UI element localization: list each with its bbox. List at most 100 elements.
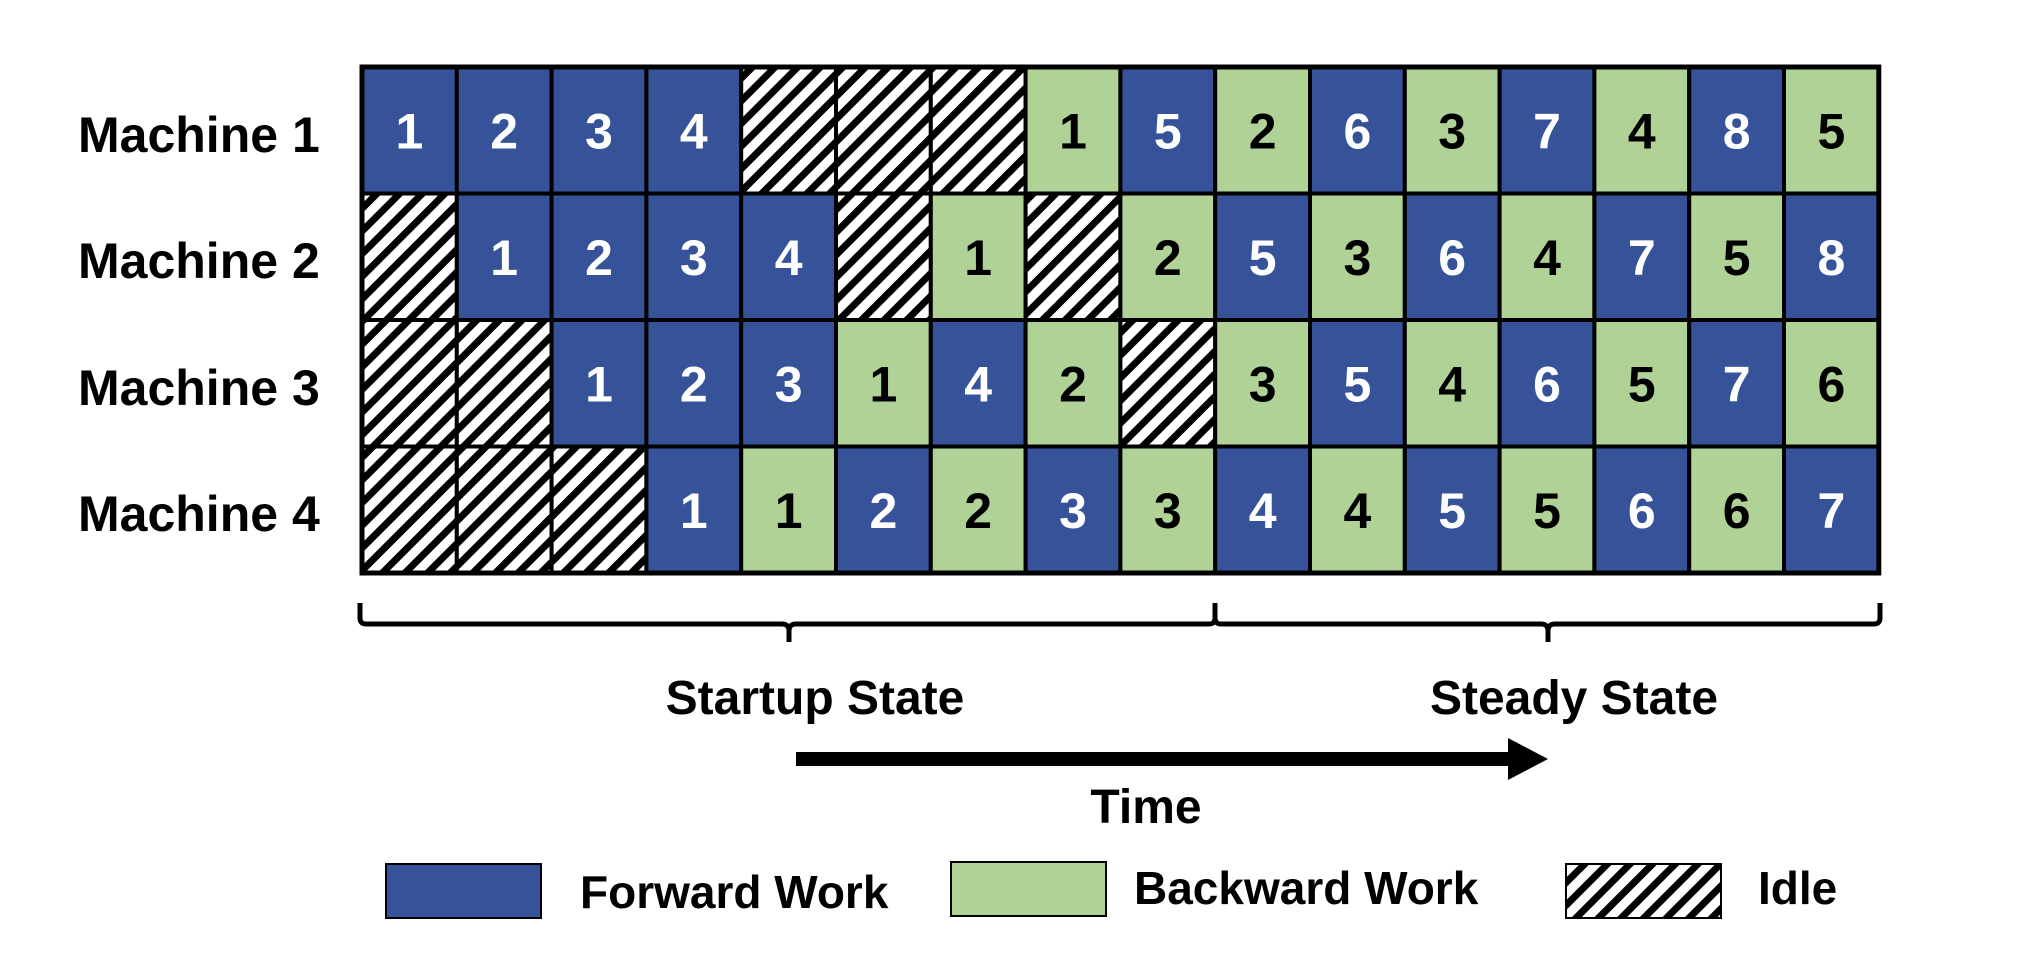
cell-microbatch-number: 2 bbox=[585, 230, 613, 286]
startup-state-label: Startup State bbox=[666, 672, 965, 725]
row-label-machine-4: Machine 4 bbox=[78, 486, 320, 542]
cell-microbatch-number: 3 bbox=[680, 230, 708, 286]
schedule-cell-m3-t11: 5 bbox=[1308, 318, 1407, 449]
forward-block bbox=[549, 318, 649, 449]
cell-microbatch-number: 7 bbox=[1817, 483, 1845, 539]
schedule-cell-m2-t4: 3 bbox=[644, 191, 744, 322]
schedule-cell-m3-t6: 1 bbox=[834, 318, 933, 449]
cell-microbatch-number: 2 bbox=[1249, 103, 1277, 159]
cell-microbatch-number: 7 bbox=[1723, 356, 1751, 412]
schedule-cell-m3-t4: 2 bbox=[644, 318, 744, 449]
schedule-cell-m2-t1 bbox=[360, 191, 459, 322]
forward-block bbox=[1213, 191, 1312, 322]
cell-microbatch-number: 4 bbox=[1249, 483, 1277, 539]
schedule-cell-m3-t15: 7 bbox=[1687, 318, 1786, 449]
schedule-cell-m3-t14: 5 bbox=[1592, 318, 1692, 449]
idle-block bbox=[360, 191, 459, 322]
idle-block bbox=[360, 318, 459, 449]
idle-block bbox=[549, 444, 649, 575]
idle-block bbox=[454, 444, 554, 575]
idle-block bbox=[1023, 191, 1123, 322]
schedule-cell-m2-t7: 1 bbox=[928, 191, 1028, 322]
cell-microbatch-number: 5 bbox=[1154, 103, 1182, 159]
cell-microbatch-number: 3 bbox=[1059, 483, 1087, 539]
schedule-cell-m4-t15: 6 bbox=[1687, 444, 1786, 575]
schedule-cell-m1-t1: 1 bbox=[360, 65, 459, 196]
schedule-cell-m4-t9: 3 bbox=[1118, 444, 1218, 575]
schedule-cell-m2-t9: 2 bbox=[1118, 191, 1218, 322]
cell-microbatch-number: 1 bbox=[585, 356, 613, 412]
cell-microbatch-number: 3 bbox=[1343, 230, 1371, 286]
cell-microbatch-number: 1 bbox=[964, 230, 992, 286]
schedule-cell-m4-t2 bbox=[454, 444, 554, 575]
row-label-machine-3: Machine 3 bbox=[78, 360, 320, 416]
cell-microbatch-number: 4 bbox=[964, 356, 992, 412]
cell-microbatch-number: 8 bbox=[1723, 103, 1751, 159]
cell-microbatch-number: 5 bbox=[1343, 356, 1371, 412]
steady-brace bbox=[1212, 603, 1883, 642]
schedule-cell-m2-t3: 2 bbox=[549, 191, 649, 322]
forward-block bbox=[644, 191, 744, 322]
backward-block bbox=[1308, 191, 1407, 322]
cell-microbatch-number: 1 bbox=[775, 483, 803, 539]
schedule-cell-m3-t16: 6 bbox=[1782, 318, 1881, 449]
cell-microbatch-number: 4 bbox=[1343, 483, 1371, 539]
schedule-cell-m1-t9: 5 bbox=[1118, 65, 1218, 196]
schedule-cell-m4-t11: 4 bbox=[1308, 444, 1407, 575]
cell-microbatch-number: 3 bbox=[775, 356, 803, 412]
schedule-cell-m3-t10: 3 bbox=[1213, 318, 1312, 449]
schedule-cell-m1-t8: 1 bbox=[1023, 65, 1123, 196]
forward-block bbox=[1402, 191, 1502, 322]
cell-microbatch-number: 5 bbox=[1817, 103, 1845, 159]
cell-microbatch-number: 5 bbox=[1628, 356, 1656, 412]
schedule-cell-m4-t12: 5 bbox=[1402, 444, 1502, 575]
forward-block bbox=[1402, 444, 1502, 575]
schedule-cell-m3-t12: 4 bbox=[1402, 318, 1502, 449]
schedule-cell-m4-t16: 7 bbox=[1782, 444, 1881, 575]
cell-microbatch-number: 6 bbox=[1723, 483, 1751, 539]
cell-microbatch-number: 1 bbox=[395, 103, 423, 159]
backward-block bbox=[1592, 318, 1692, 449]
schedule-cell-m2-t2: 1 bbox=[454, 191, 554, 322]
cell-microbatch-number: 5 bbox=[1533, 483, 1561, 539]
schedule-cell-m3-t3: 1 bbox=[549, 318, 649, 449]
legend: Forward Work Backward Work Idle bbox=[385, 861, 1837, 919]
cell-microbatch-number: 1 bbox=[1059, 103, 1087, 159]
cell-microbatch-number: 4 bbox=[1533, 230, 1561, 286]
cell-microbatch-number: 6 bbox=[1343, 103, 1371, 159]
backward-block bbox=[1118, 444, 1218, 575]
schedule-cell-m2-t8 bbox=[1023, 191, 1123, 322]
cell-microbatch-number: 5 bbox=[1438, 483, 1466, 539]
forward-block bbox=[1497, 318, 1597, 449]
legend-label-idle: Idle bbox=[1758, 862, 1837, 914]
startup-brace bbox=[357, 603, 1218, 642]
schedule-cell-m1-t10: 2 bbox=[1213, 65, 1312, 196]
idle-block bbox=[360, 444, 459, 575]
forward-block bbox=[454, 191, 554, 322]
schedule-cell-m2-t12: 6 bbox=[1402, 191, 1502, 322]
cell-microbatch-number: 4 bbox=[775, 230, 803, 286]
legend-swatch-forward bbox=[385, 863, 542, 919]
cell-microbatch-number: 7 bbox=[1533, 103, 1561, 159]
forward-block bbox=[928, 318, 1028, 449]
schedule-cell-m2-t15: 5 bbox=[1687, 191, 1786, 322]
schedule-cell-m4-t1 bbox=[360, 444, 459, 575]
forward-block bbox=[1213, 444, 1312, 575]
cell-microbatch-number: 2 bbox=[490, 103, 518, 159]
forward-block bbox=[739, 318, 839, 449]
schedule-cell-m3-t8: 2 bbox=[1023, 318, 1123, 449]
cell-microbatch-number: 2 bbox=[964, 483, 992, 539]
schedule-cell-m4-t14: 6 bbox=[1592, 444, 1692, 575]
legend-swatch-idle bbox=[1565, 863, 1722, 919]
backward-block bbox=[1497, 444, 1597, 575]
schedule-cell-m3-t5: 3 bbox=[739, 318, 839, 449]
schedule-cell-m1-t5 bbox=[739, 65, 839, 196]
idle-block bbox=[454, 318, 554, 449]
schedule-cell-m4-t8: 3 bbox=[1023, 444, 1123, 575]
cell-microbatch-number: 5 bbox=[1249, 230, 1277, 286]
schedule-cell-m4-t4: 1 bbox=[644, 444, 744, 575]
time-arrow bbox=[796, 738, 1548, 780]
schedule-cell-m2-t10: 5 bbox=[1213, 191, 1312, 322]
